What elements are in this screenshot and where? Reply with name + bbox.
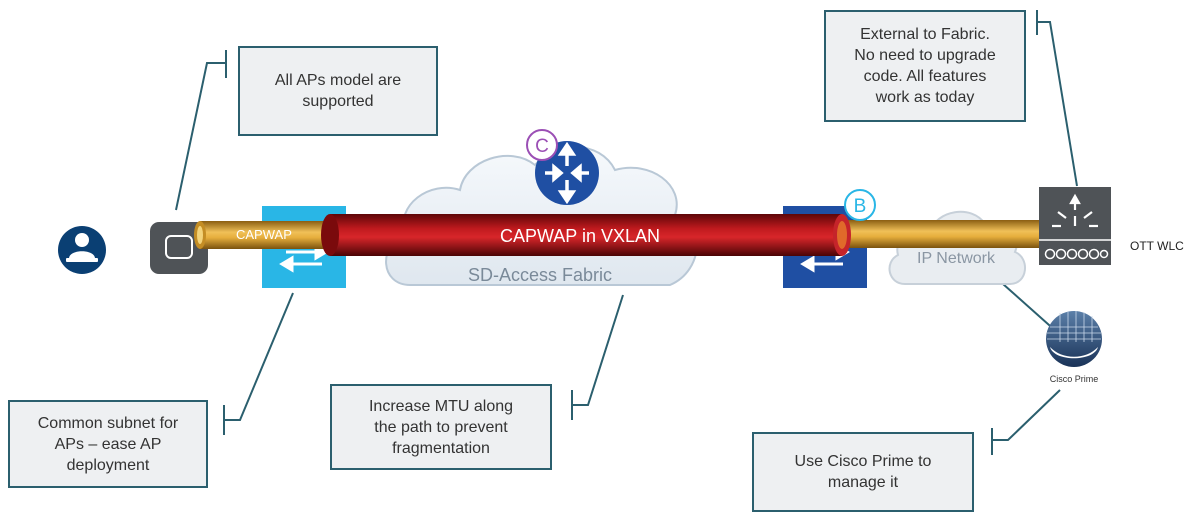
ip-network-label: IP Network bbox=[917, 250, 996, 267]
access-point-icon bbox=[150, 222, 208, 274]
callout-increase-mtu: Increase MTU along the path to prevent f… bbox=[330, 384, 552, 470]
wlc-icon bbox=[1039, 187, 1111, 265]
callout-connectors bbox=[175, 10, 1078, 455]
connector-mtu bbox=[572, 294, 624, 406]
callout-aps-supported: All APs model are supported bbox=[238, 46, 438, 136]
control-plane-badge-letter: C bbox=[535, 136, 549, 157]
connector-aps bbox=[175, 62, 226, 211]
connector-ipnet-prime bbox=[1002, 283, 1059, 334]
control-plane-badge bbox=[526, 129, 558, 161]
cisco-prime-icon bbox=[1046, 311, 1102, 367]
border-badge bbox=[844, 189, 876, 221]
callout-cisco-prime: Use Cisco Prime to manage it bbox=[752, 432, 974, 512]
capwap-tunnel bbox=[194, 221, 340, 249]
sd-access-fabric-label: SD-Access Fabric bbox=[468, 265, 612, 285]
connector-prime bbox=[992, 389, 1061, 441]
capwap-in-vxlan-tunnel bbox=[321, 214, 851, 256]
user-laptop-icon bbox=[58, 226, 106, 274]
ott-wlc-label: OTT WLC bbox=[1130, 239, 1184, 253]
capwap-label: CAPWAP bbox=[236, 227, 292, 242]
connector-external bbox=[1037, 21, 1078, 187]
callout-external-to-fabric: External to Fabric. No need to upgrade c… bbox=[824, 10, 1026, 122]
cisco-prime-label: Cisco Prime bbox=[1050, 374, 1099, 384]
border-badge-letter: B bbox=[854, 196, 867, 217]
connector-common-subnet bbox=[224, 292, 294, 421]
capwap-tunnel-external bbox=[840, 220, 1052, 248]
capwap-in-vxlan-label: CAPWAP in VXLAN bbox=[500, 226, 660, 246]
callout-common-subnet: Common subnet for APs – ease AP deployme… bbox=[8, 400, 208, 488]
